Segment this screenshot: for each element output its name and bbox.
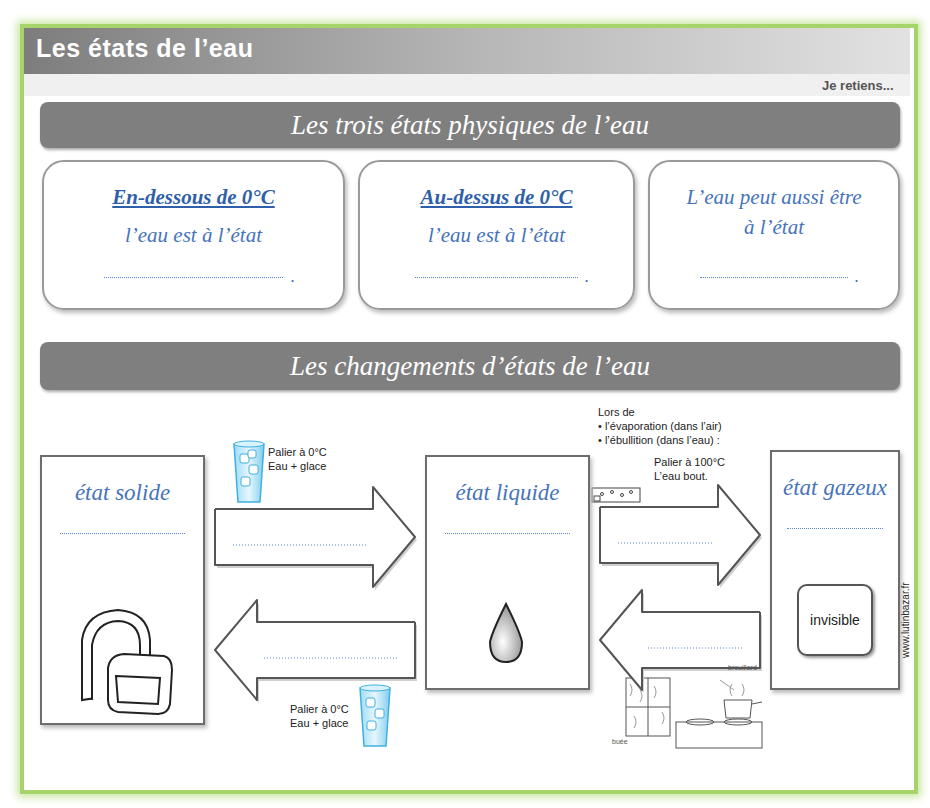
- card-heading: En-dessous de 0°C: [54, 182, 333, 212]
- period: .: [854, 266, 859, 287]
- subtitle-bar: [24, 74, 910, 96]
- process-note: • l’évaporation (dans l’air): [598, 420, 722, 432]
- ice-cubes: [82, 610, 172, 714]
- picture-label: buée: [612, 738, 628, 745]
- fill-in-line: [648, 648, 742, 649]
- fill-in-line: [263, 658, 397, 659]
- block-arrow: [600, 485, 760, 585]
- band-title: Les trois états physiques de l’eau: [291, 110, 649, 141]
- fill-in-line: [445, 533, 570, 534]
- block-arrow: [600, 590, 760, 690]
- fill-in-line: [233, 545, 367, 546]
- state-box: état solide: [40, 455, 205, 725]
- plateau-note: Eau + glace: [290, 717, 348, 729]
- card-text: l’eau est à l’état: [54, 220, 333, 250]
- title-bar: [24, 28, 910, 74]
- process-note: Lors de: [598, 406, 635, 418]
- section-band: Les changements d’états de l’eau: [40, 342, 900, 390]
- fill-in-line: [60, 533, 185, 534]
- state-heading: état liquide: [431, 479, 584, 507]
- fill-in-line: [618, 543, 712, 544]
- water-drop: [490, 604, 522, 662]
- fill-in-line: [104, 277, 283, 278]
- period: .: [584, 266, 589, 287]
- state-change-arrow: [600, 590, 762, 693]
- header-note: Je retiens...: [822, 78, 894, 93]
- state-box: état gazeux invisible: [770, 450, 900, 690]
- state-change-arrow: [215, 600, 417, 703]
- plateau-note: L’eau bout.: [654, 470, 708, 482]
- card-heading: Au-dessus de 0°C: [370, 182, 623, 212]
- section-band: Les trois états physiques de l’eau: [40, 102, 900, 148]
- info-card: L’eau peut aussi être à l’état: [648, 160, 900, 310]
- plateau-note: Eau + glace: [268, 460, 326, 472]
- fill-in-line: [700, 277, 849, 278]
- fill-in-line: [787, 528, 884, 529]
- info-card: En-dessous de 0°C l’eau est à l’état: [42, 160, 345, 310]
- picture-label: brouillard: [728, 664, 757, 671]
- invisible-box: invisible: [797, 584, 873, 656]
- glass-icon: [360, 685, 390, 746]
- plateau-note: Palier à 100°C: [654, 456, 725, 468]
- kitchen-sketch: [626, 678, 762, 748]
- period: .: [290, 266, 295, 287]
- watermark: www.lutinbazar.fr: [900, 582, 911, 658]
- state-box: état liquide: [425, 455, 590, 690]
- block-arrow: [215, 600, 415, 700]
- card-text: L’eau peut aussi être à l’état: [660, 182, 888, 243]
- block-arrow: [215, 487, 415, 587]
- process-note: • l’ébullition (dans l’eau) :: [598, 434, 720, 446]
- state-note: invisible: [810, 612, 860, 628]
- card-text: l’eau est à l’état: [370, 220, 623, 250]
- state-change-arrow: [600, 485, 762, 588]
- state-heading: état solide: [46, 479, 199, 507]
- state-change-arrow: [215, 487, 417, 590]
- plateau-note: Palier à 0°C: [290, 703, 349, 715]
- fill-in-line: [415, 277, 579, 278]
- glass-icon: [234, 441, 264, 502]
- state-heading: état gazeux: [776, 474, 894, 502]
- page-title: Les états de l’eau: [36, 34, 253, 63]
- plateau-note: Palier à 0°C: [268, 446, 327, 458]
- beaker-icon: [592, 488, 640, 502]
- band-title: Les changements d’états de l’eau: [290, 351, 650, 382]
- info-card: Au-dessus de 0°C l’eau est à l’état: [358, 160, 635, 310]
